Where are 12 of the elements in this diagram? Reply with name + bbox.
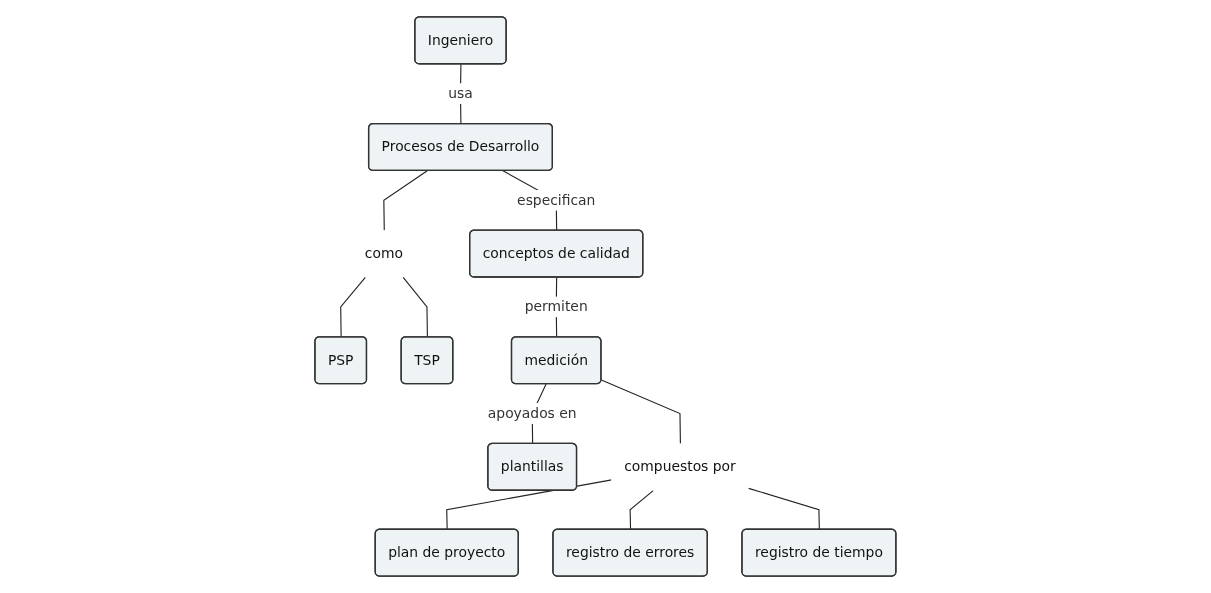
connector bbox=[402, 276, 429, 338]
connector bbox=[629, 490, 654, 531]
edge-label: usa bbox=[448, 84, 473, 102]
edge-label: apoyados en bbox=[487, 404, 577, 422]
connector bbox=[340, 276, 366, 338]
edge-label: especifican bbox=[517, 191, 596, 209]
edge-label: permiten bbox=[524, 298, 588, 315]
connector bbox=[383, 170, 428, 232]
node-text: como bbox=[364, 244, 403, 262]
node-text: compuestos por bbox=[624, 458, 736, 475]
connector bbox=[748, 487, 820, 531]
connector bbox=[600, 379, 682, 445]
